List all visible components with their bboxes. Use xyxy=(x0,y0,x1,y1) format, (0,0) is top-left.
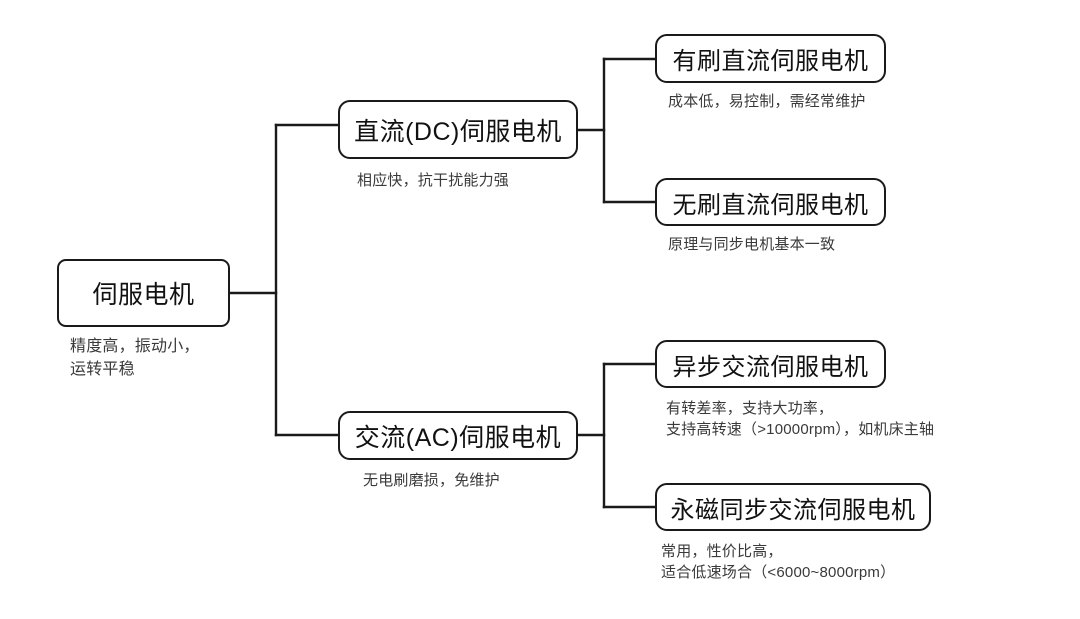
caption-ac-servo-motor: 无电刷磨损，免维护 xyxy=(363,472,500,489)
node-pmsm-ac-servo-motor[interactable]: 永磁同步交流伺服电机 xyxy=(655,483,931,531)
caption-async-ac-servo-motor: 有转差率，支持大功率， 支持高转速（>10000rpm），如机床主轴 xyxy=(666,400,935,439)
node-brushed-dc-servo-motor[interactable]: 有刷直流伺服电机 xyxy=(655,34,886,83)
caption-dc-servo-motor: 相应快，抗干扰能力强 xyxy=(357,172,510,189)
node-ac-servo-motor[interactable]: 交流(AC)伺服电机 xyxy=(338,411,578,460)
node-dc-servo-motor-label: 直流(DC)伺服电机 xyxy=(354,117,562,146)
node-dc-servo-motor[interactable]: 直流(DC)伺服电机 xyxy=(338,100,578,159)
caption-servo-motor: 精度高，振动小， 运转平稳 xyxy=(70,338,200,378)
node-servo-motor[interactable]: 伺服电机 xyxy=(57,259,230,327)
node-servo-motor-label: 伺服电机 xyxy=(92,281,195,309)
node-ac-servo-motor-label: 交流(AC)伺服电机 xyxy=(354,423,562,452)
node-async-ac-servo-motor[interactable]: 异步交流伺服电机 xyxy=(655,340,886,388)
node-async-ac-servo-motor-label: 异步交流伺服电机 xyxy=(672,353,869,381)
node-brushless-dc-servo-motor[interactable]: 无刷直流伺服电机 xyxy=(655,178,886,226)
node-brushless-dc-servo-motor-label: 无刷直流伺服电机 xyxy=(672,191,869,219)
node-pmsm-ac-servo-motor-label: 永磁同步交流伺服电机 xyxy=(670,496,916,524)
caption-brushless-dc-servo-motor: 原理与同步电机基本一致 xyxy=(668,236,836,253)
caption-pmsm-ac-servo-motor: 常用，性价比高， 适合低速场合（<6000~8000rpm） xyxy=(661,543,896,582)
node-brushed-dc-servo-motor-label: 有刷直流伺服电机 xyxy=(672,48,869,75)
caption-brushed-dc-servo-motor: 成本低，易控制，需经常维护 xyxy=(668,93,866,110)
